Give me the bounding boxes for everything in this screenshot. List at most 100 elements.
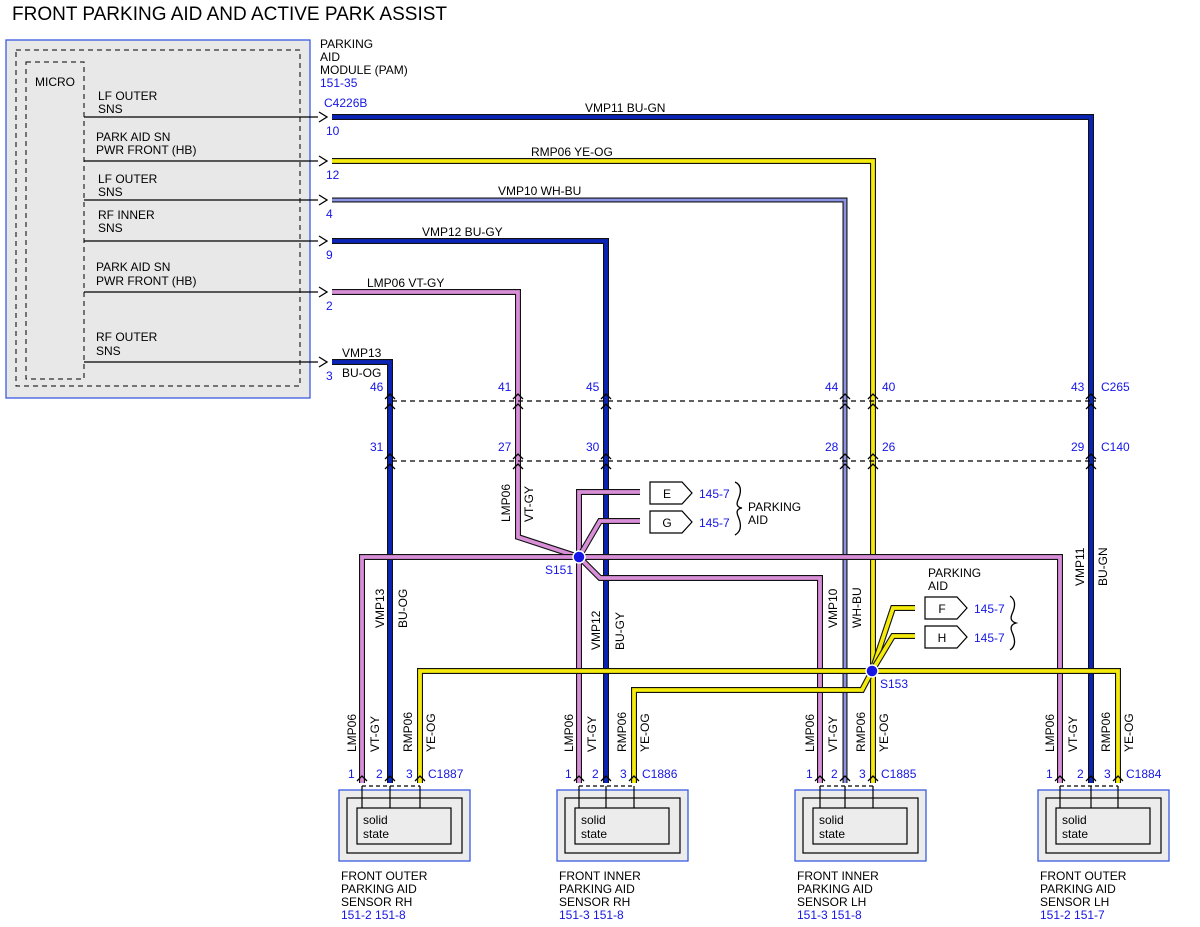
sensor-wire-label: RMP06 [854, 712, 868, 752]
module-signal-label: PARK AID SN [96, 260, 170, 274]
s151-group-label: PARKING [748, 500, 801, 514]
sensor-ref: 151-2 151-8 [341, 908, 406, 922]
connector-pin-chevron-top [384, 393, 396, 400]
sensor-inner-label: solid [581, 813, 606, 827]
sensor-name-line: FRONT OUTER [1040, 869, 1127, 883]
sensor-wire-label: VT-GY [368, 716, 382, 752]
wire-lmp06-top [332, 290, 520, 401]
wire-vmp11-top [332, 115, 1093, 401]
module-signal-label: PWR FRONT (HB) [96, 143, 196, 157]
sensor-name-line: SENSOR LH [1040, 895, 1109, 909]
inline-connector-pin: 43 [1071, 380, 1085, 394]
sensor-pin-number: 3 [620, 767, 627, 781]
module-connector-name: C4226B [324, 96, 367, 110]
sensor-name-line: FRONT INNER [797, 869, 879, 883]
module-pin-number: 2 [326, 299, 333, 313]
sensor-wire-label: YE-OG [877, 713, 891, 752]
parking-aid-module-box [5, 39, 311, 399]
s153-group-label: PARKING [928, 566, 981, 580]
sensor-pin-chevron [1112, 775, 1124, 782]
sensor-solid-state-box [574, 807, 670, 845]
module-inner-dashed [15, 49, 301, 387]
sensor-connector-name: C1885 [881, 767, 917, 781]
page-ref-tag-e [649, 481, 693, 505]
inline-connector-pin: 29 [1071, 440, 1085, 454]
s153-splice-dot [865, 664, 879, 678]
inline-connector-name: C140 [1101, 440, 1130, 454]
sensor-wire-label: RMP06 [615, 712, 629, 752]
connector-pin-chevron-bottom [839, 403, 851, 410]
pin-arrow [318, 194, 329, 206]
connector-pin-chevron-bottom [1085, 463, 1097, 470]
wire-lmp06-to-s151 [516, 461, 580, 559]
pin-arrow [318, 356, 329, 368]
component-layer [5, 39, 1170, 862]
sensor-name-line: FRONT OUTER [341, 869, 428, 883]
inline-connector-pin: 41 [498, 380, 512, 394]
sensor-wire-label: RMP06 [401, 712, 415, 752]
vlabel-lmp06-color: VT-GY [522, 486, 536, 522]
page-ref-tag-e-letter: E [663, 487, 671, 501]
sensor-name-line: SENSOR RH [559, 895, 630, 909]
module-name-line: MODULE (PAM) [320, 63, 408, 77]
sensor-inner-label: solid [819, 813, 844, 827]
wire-s153-to-h [870, 634, 915, 672]
connector-pin-chevron-bottom [384, 463, 396, 470]
sensor-outer-box [338, 789, 471, 862]
wire-label-vmp13-circuit: VMP13 [342, 346, 382, 360]
wire-lmp06-to-c1885 [577, 555, 822, 783]
s153-group-label: AID [928, 579, 948, 593]
vlabel-vmp12-circuit: VMP12 [589, 610, 603, 650]
wire-rmp06-to-c1887 [418, 669, 872, 783]
sensor-wire-label: LMP06 [562, 714, 576, 752]
sensor-name-line: PARKING AID [1040, 882, 1116, 896]
sensor-inner-label: state [581, 827, 607, 841]
vlabel-vmp13-color: BU-OG [396, 589, 410, 628]
connector-pin-chevron-bottom [512, 403, 524, 410]
sensor-connector-name: C1887 [428, 767, 464, 781]
sensor-wire-label: LMP06 [803, 714, 817, 752]
sensor-name-line: FRONT INNER [559, 869, 641, 883]
sensor-inner-label: state [363, 827, 389, 841]
inline-connector-pin: 31 [370, 440, 384, 454]
sensor-pin-number: 3 [1104, 767, 1111, 781]
module-signal-label: PARK AID SN [96, 130, 170, 144]
sensor-solid-state-box [1055, 807, 1151, 845]
inline-connector-pin: 46 [370, 380, 384, 394]
connector-pin-chevron-top [867, 393, 879, 400]
sensor-pin-chevron [1085, 775, 1097, 782]
wire-vmp13-top [332, 360, 392, 401]
wire-label-lmp06: LMP06 VT-GY [367, 276, 444, 290]
connector-pin-chevron-top [600, 393, 612, 400]
sensor-wire-label: YE-OG [1122, 713, 1136, 752]
wire-rmp06-to-c1886 [632, 670, 874, 783]
sensor-solid-state-box [356, 807, 452, 845]
pin-arrow [318, 286, 329, 298]
connector-pin-chevron-bottom [867, 403, 879, 410]
connector-pin-chevron-top [839, 393, 851, 400]
inline-connector-pin: 45 [586, 380, 600, 394]
sensor-wire-label: VT-GY [585, 716, 599, 752]
s151-splice-label: S151 [545, 563, 573, 577]
pin-arrow [318, 235, 329, 247]
connector-pin-chevron-top [1085, 453, 1097, 460]
sensor-pin-number: 2 [376, 767, 383, 781]
s151-splice-dot [572, 550, 586, 564]
s153-splice-label: S153 [880, 677, 908, 691]
wire-vmp12-top [332, 239, 608, 401]
connector-pin-chevron-bottom [839, 463, 851, 470]
s151-group-brace [734, 481, 743, 536]
module-signal-label: PWR FRONT (HB) [96, 274, 196, 288]
connector-pin-chevron-bottom [867, 463, 879, 470]
sensor-inner-box [564, 797, 681, 854]
inline-connector-pin: 40 [882, 380, 896, 394]
connector-pin-chevron-bottom [512, 463, 524, 470]
module-signal-label: RF OUTER [96, 330, 158, 344]
sensor-connector-name: C1884 [1126, 767, 1162, 781]
wire-s151-to-e [577, 490, 640, 557]
page-ref-tag-f-page-ref: 145-7 [974, 602, 1005, 616]
sensor-pin-number: 2 [1077, 767, 1084, 781]
page-ref-tag-g-letter: G [662, 516, 671, 530]
module-signal-label: SNS [98, 221, 123, 235]
